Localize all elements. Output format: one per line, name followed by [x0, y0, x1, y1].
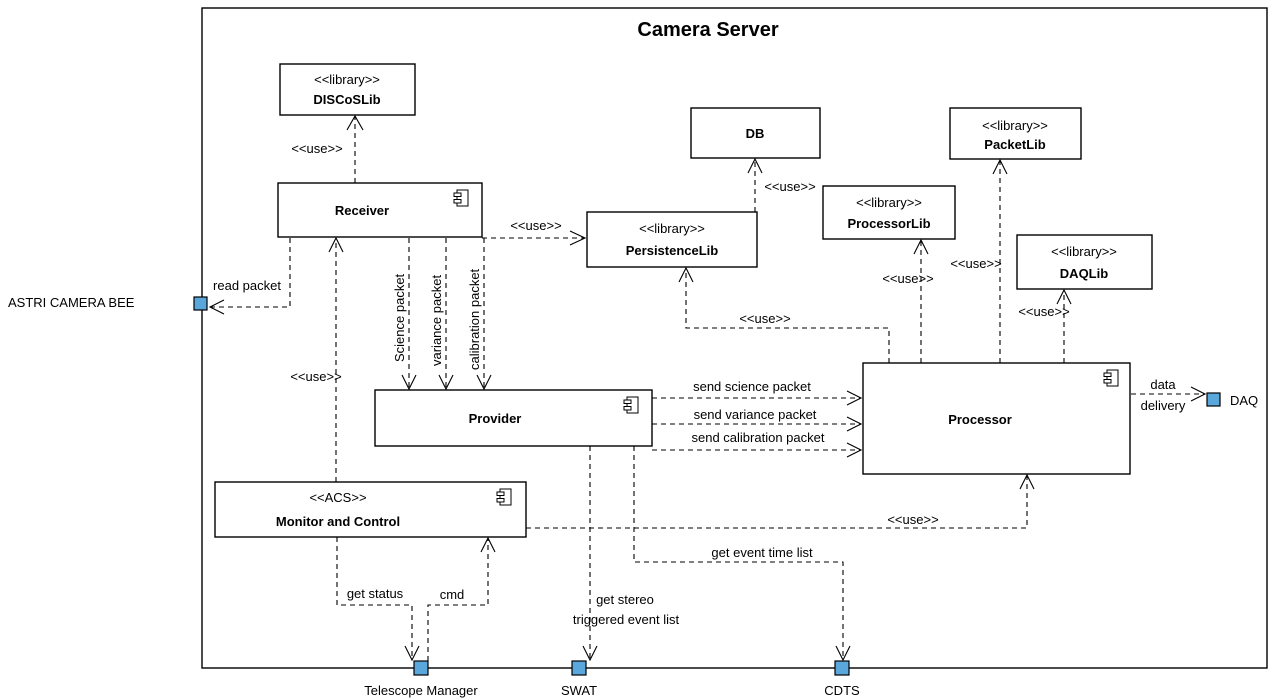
packetlib-name: PacketLib	[984, 137, 1045, 152]
provider-name: Provider	[469, 411, 522, 426]
science-packet-dependency: Science packet	[392, 238, 417, 391]
daqlib-stereotype: <<library>>	[1051, 244, 1117, 259]
provider-component: Provider	[374, 389, 653, 447]
monitor-component: <<ACS>> Monitor and Control	[214, 481, 527, 538]
get-status-dependency: get status	[336, 537, 420, 662]
calibration-packet-label: calibration packet	[467, 268, 482, 370]
cdts-port-label: CDTS	[824, 683, 860, 698]
processorlib-stereotype: <<library>>	[856, 195, 922, 210]
monitor-name: Monitor and Control	[276, 514, 400, 529]
send-calibration-dependency: send calibration packet	[652, 430, 863, 458]
processor-persistencelib-dependency: <<use>>	[678, 266, 890, 363]
monitor-receiver-dependency: <<use>>	[290, 236, 344, 482]
persistencelib-component: <<library>> PersistenceLib	[586, 211, 758, 268]
processorlib-component: <<library>> ProcessorLib	[822, 185, 956, 240]
processor-processorlib-dependency: <<use>>	[882, 238, 934, 363]
delivery-label: delivery	[1141, 398, 1186, 413]
calibration-packet-dependency: calibration packet	[467, 238, 492, 391]
processor-daqlib-dependency: <<use>>	[1018, 288, 1072, 363]
receiver-component: Receiver	[277, 182, 483, 238]
processor-name: Processor	[948, 412, 1012, 427]
variance-packet-dependency: variance packet	[429, 238, 454, 391]
camera-server-frame	[201, 7, 1268, 669]
use-label: <<use>>	[1018, 304, 1069, 319]
get-stereo-label: get stereo	[596, 592, 654, 607]
processor-packetlib-dependency: <<use>>	[950, 158, 1008, 363]
receiver-discoslib-dependency: <<use>>	[291, 114, 364, 183]
astri-port-label: ASTRI CAMERA BEE	[8, 295, 135, 310]
discoslib-name: DISCoSLib	[313, 92, 380, 107]
swat-port	[571, 660, 587, 676]
get-event-time-list-label: get event time list	[711, 545, 813, 560]
daqlib-name: DAQLib	[1060, 266, 1108, 281]
use-label: <<use>>	[950, 256, 1001, 271]
persistencelib-stereotype: <<library>>	[639, 221, 705, 236]
db-name: DB	[746, 126, 765, 141]
use-label: <<use>>	[291, 141, 342, 156]
monitor-stereotype: <<ACS>>	[309, 490, 366, 505]
daq-port-label: DAQ	[1230, 393, 1258, 408]
processorlib-name: ProcessorLib	[847, 216, 930, 231]
send-variance-label: send variance packet	[694, 407, 817, 422]
persistencelib-name: PersistenceLib	[626, 243, 719, 258]
data-label: data	[1150, 377, 1176, 392]
variance-packet-label: variance packet	[429, 275, 444, 366]
discoslib-component: <<library>> DISCoSLib	[279, 63, 416, 116]
packetlib-stereotype: <<library>>	[982, 118, 1048, 133]
use-label: <<use>>	[887, 512, 938, 527]
data-delivery-dependency: data delivery	[1131, 377, 1207, 413]
send-science-label: send science packet	[693, 379, 811, 394]
use-label: <<use>>	[739, 311, 790, 326]
cmd-dependency: cmd	[427, 536, 496, 661]
processor-component: Processor	[862, 362, 1131, 475]
receiver-persistencelib-dependency: <<use>>	[482, 218, 587, 246]
discoslib-stereotype: <<library>>	[314, 72, 380, 87]
receiver-name: Receiver	[335, 203, 389, 218]
monitor-processor-dependency: <<use>>	[526, 473, 1035, 529]
get-stereo-dependency: get stereo triggered event list	[573, 446, 680, 662]
use-label: <<use>>	[764, 179, 815, 194]
persistencelib-db-dependency: <<use>>	[747, 157, 816, 212]
telescope-manager-port	[413, 660, 429, 676]
daq-port	[1206, 392, 1221, 407]
send-variance-dependency: send variance packet	[652, 407, 863, 432]
swat-port-label: SWAT	[561, 683, 597, 698]
cmd-label: cmd	[440, 587, 465, 602]
telescope-manager-label: Telescope Manager	[364, 683, 478, 698]
science-packet-label: Science packet	[392, 273, 407, 362]
use-label: <<use>>	[510, 218, 561, 233]
send-calibration-label: send calibration packet	[692, 430, 825, 445]
use-label: <<use>>	[882, 271, 933, 286]
triggered-event-list-label: triggered event list	[573, 612, 680, 627]
db-component: DB	[690, 107, 821, 159]
send-science-dependency: send science packet	[652, 379, 863, 406]
packetlib-component: <<library>> PacketLib	[949, 107, 1082, 160]
use-label: <<use>>	[290, 369, 341, 384]
cdts-port	[834, 660, 850, 676]
daqlib-component: <<library>> DAQLib	[1016, 234, 1153, 290]
get-event-time-list-dependency: get event time list	[633, 446, 851, 662]
read-packet-dependency: read packet	[208, 238, 291, 315]
read-packet-label: read packet	[213, 278, 281, 293]
astri-port	[193, 296, 208, 311]
get-status-label: get status	[347, 586, 404, 601]
diagram-title: Camera Server	[637, 19, 778, 41]
